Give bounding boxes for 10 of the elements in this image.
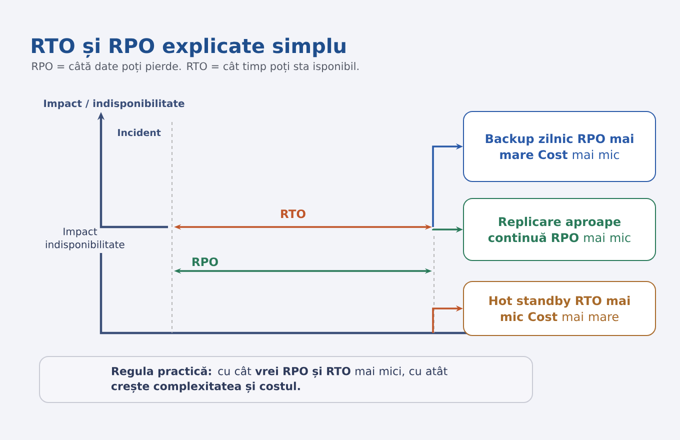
option-box: Hot standby RTO mai mic Cost mai mare (463, 281, 656, 336)
option-box: Replicare aproape continuă RPO mai mic (463, 198, 656, 261)
dimension-label: RTO (281, 209, 306, 218)
dimension-label: RPO (192, 257, 218, 266)
axis-label: Impact / indisponibilitate (44, 99, 184, 110)
incident-label: Incident (118, 128, 161, 136)
option-box: Backup zilnic RPO mai mare Cost mai mic (463, 111, 656, 182)
subtitle: RPO = câtă date poți pierde. RTO = cât timp poți sta isponibil. (32, 62, 358, 73)
axis-label: Impact indisponibilitate (46, 228, 124, 250)
title: RTO și RPO explicate simplu (32, 38, 346, 58)
